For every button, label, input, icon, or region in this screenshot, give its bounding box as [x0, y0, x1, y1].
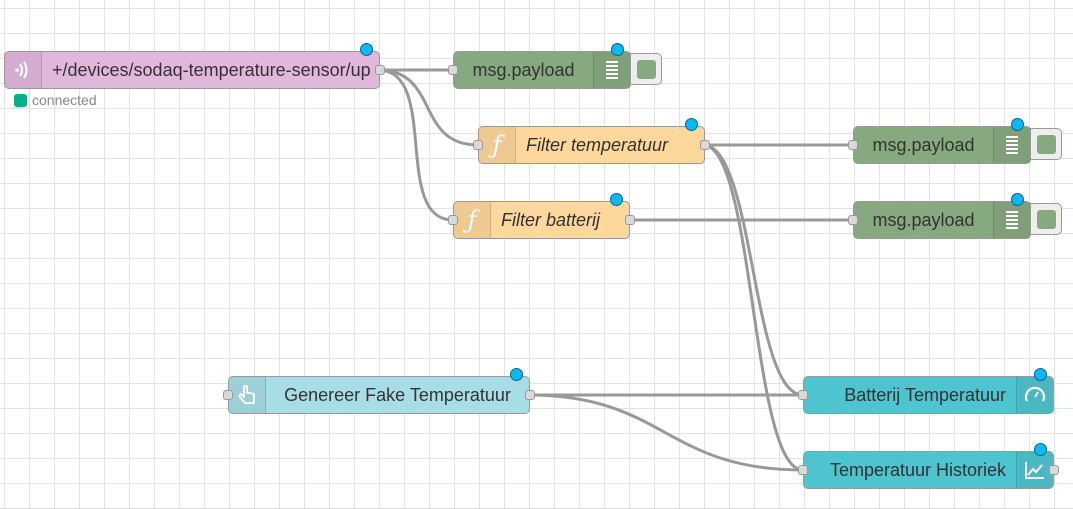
toggle-square-icon: [636, 59, 656, 79]
toggle-square-icon: [1036, 209, 1056, 229]
wire-inject-to-chart[interactable]: [527, 393, 804, 472]
debug-3-toggle-button[interactable]: [1030, 203, 1062, 235]
wire-mqtt-to-filter-batterij[interactable]: [377, 68, 454, 222]
changed-badge: [611, 43, 624, 56]
chart-input-port[interactable]: [798, 465, 808, 475]
changed-badge: [1011, 193, 1024, 206]
wire-filter-temperatuur-to-gauge[interactable]: [702, 143, 804, 397]
filter-temperatuur-output-port[interactable]: [700, 140, 710, 150]
mqtt-in-node[interactable]: +/devices/sodaq-temperature-sensor/up: [4, 43, 385, 89]
list-lines-icon: [593, 52, 630, 88]
changed-badge: [610, 193, 623, 206]
filter-temperatuur-input-port[interactable]: [473, 140, 483, 150]
gauge-label: Batterij Temperatuur: [844, 384, 1006, 405]
debug-3-input-port[interactable]: [848, 215, 858, 225]
debug-node-3[interactable]: msg.payload: [848, 193, 1031, 239]
chart-node[interactable]: Temperatuur Historiek: [798, 443, 1059, 489]
changed-badge: [1034, 368, 1047, 381]
inject-output-port[interactable]: [525, 390, 535, 400]
hand-pointer-icon: [229, 377, 266, 413]
debug-2-toggle-button[interactable]: [1030, 128, 1062, 160]
changed-badge: [1011, 118, 1024, 131]
debug-1-label: msg.payload: [472, 59, 575, 80]
gauge-icon: [1016, 377, 1053, 413]
debug-3-label: msg.payload: [872, 209, 975, 230]
filter-temperatuur-label: Filter temperatuur: [526, 134, 669, 155]
gauge-node[interactable]: Batterij Temperatuur: [798, 368, 1054, 414]
mqtt-status-text: connected: [32, 92, 97, 108]
debug-1-input-port[interactable]: [448, 65, 458, 75]
chart-output-port[interactable]: [1049, 465, 1059, 475]
filter-batterij-node[interactable]: ƒ Filter batterij: [448, 193, 635, 239]
debug-2-input-port[interactable]: [848, 140, 858, 150]
changed-badge: [510, 368, 523, 381]
changed-badge: [360, 43, 373, 56]
debug-1-toggle-button[interactable]: [630, 53, 662, 85]
chart-label: Temperatuur Historiek: [829, 459, 1006, 480]
wifi-signal-icon: [5, 52, 42, 88]
debug-node-1[interactable]: msg.payload: [448, 43, 631, 89]
mqtt-status: connected: [14, 92, 97, 108]
function-icon: ƒ: [454, 202, 491, 238]
list-lines-icon: [993, 127, 1030, 163]
inject-node[interactable]: Genereer Fake Temperatuur: [223, 368, 535, 414]
changed-badge: [1034, 443, 1047, 456]
filter-batterij-label: Filter batterij: [501, 209, 601, 230]
mqtt-in-output-port[interactable]: [375, 65, 385, 75]
debug-2-label: msg.payload: [872, 134, 975, 155]
function-icon: ƒ: [479, 127, 516, 163]
gauge-input-port[interactable]: [798, 390, 808, 400]
debug-node-2[interactable]: msg.payload: [848, 118, 1031, 164]
changed-badge: [685, 118, 698, 131]
wire-mqtt-to-filter-temperatuur[interactable]: [377, 68, 479, 147]
mqtt-in-label: +/devices/sodaq-temperature-sensor/up: [52, 59, 371, 80]
filter-temperatuur-node[interactable]: ƒ Filter temperatuur: [473, 118, 710, 164]
filter-batterij-input-port[interactable]: [448, 215, 458, 225]
inject-button-port[interactable]: [223, 390, 233, 400]
list-lines-icon: [993, 202, 1030, 238]
wire-filter-temperatuur-to-chart[interactable]: [702, 143, 804, 472]
toggle-square-icon: [1036, 134, 1056, 154]
line-chart-icon: [1016, 452, 1053, 488]
filter-batterij-output-port[interactable]: [625, 215, 635, 225]
status-dot-icon: [14, 93, 27, 107]
inject-label: Genereer Fake Temperatuur: [284, 384, 511, 405]
